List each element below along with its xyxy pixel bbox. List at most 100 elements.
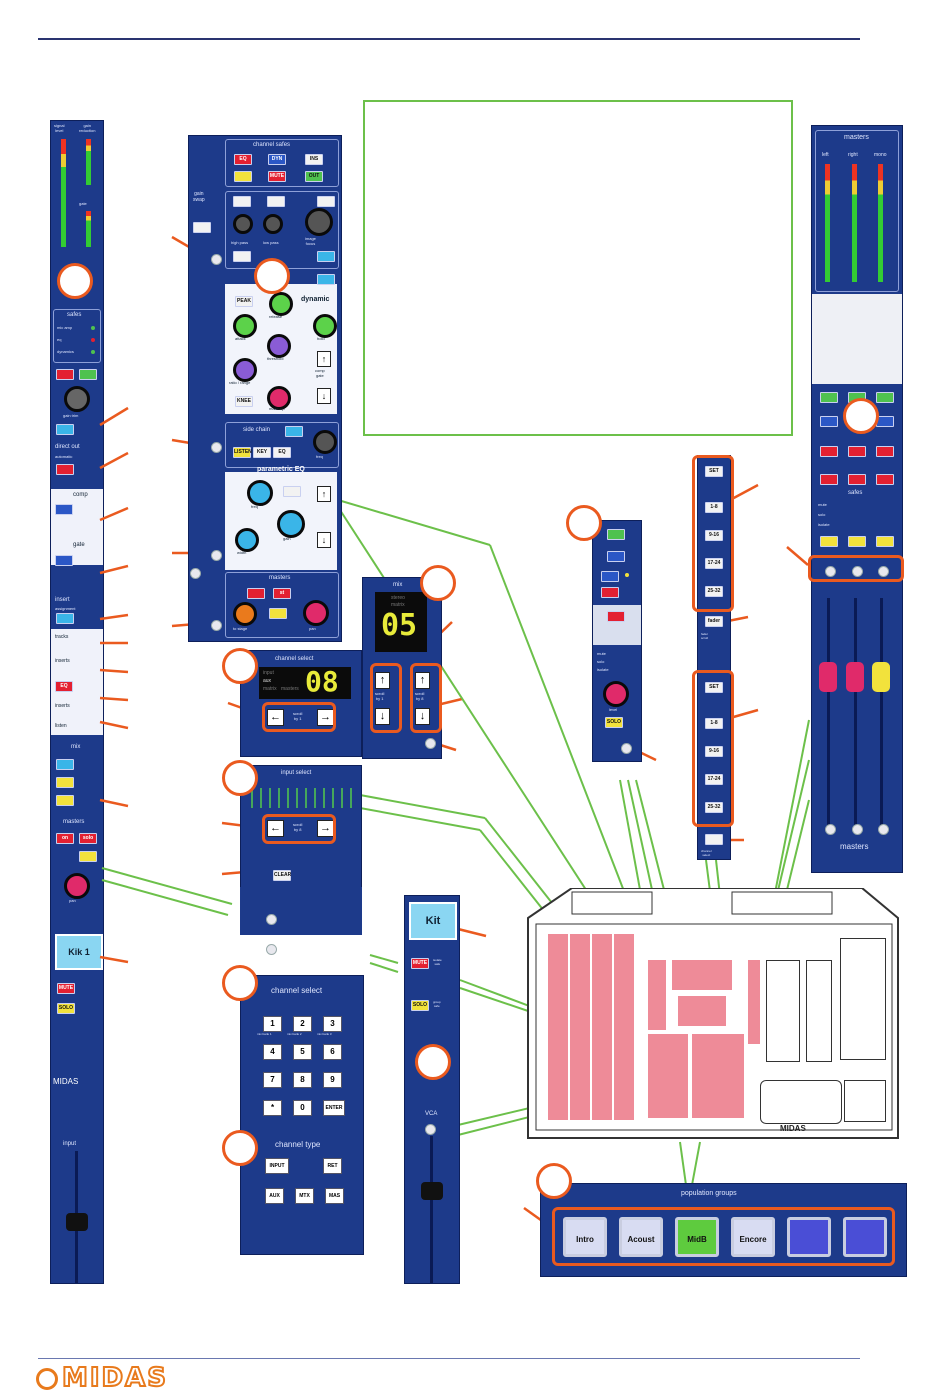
low-pass-knob[interactable]	[263, 214, 283, 234]
dyn-in-button[interactable]	[317, 274, 335, 285]
monitor-green-button[interactable]	[607, 529, 625, 540]
filter-in-button[interactable]	[233, 251, 251, 262]
threshold-knob[interactable]	[267, 334, 291, 358]
master-pan-knob[interactable]	[303, 600, 329, 626]
side-chain-freq-knob[interactable]	[313, 430, 337, 454]
image-focus-knob[interactable]	[305, 208, 333, 236]
side-chain-listen-button[interactable]: LISTEN	[233, 447, 252, 458]
gain-trim-knob[interactable]	[64, 386, 90, 412]
master-select-dot[interactable]	[852, 566, 863, 577]
input-clear-button[interactable]: CLEAR	[273, 870, 291, 881]
vca-bank-button[interactable]: 17-24	[705, 558, 723, 569]
attack-knob[interactable]	[233, 314, 257, 338]
hpf-button[interactable]	[56, 424, 74, 435]
master-mute-button[interactable]	[820, 474, 838, 485]
vca-bank-button[interactable]: 1-8	[705, 502, 723, 513]
vca-mute-button[interactable]: MUTE	[411, 958, 429, 969]
side-chain-key-button[interactable]: KEY	[253, 447, 271, 458]
master-fader-cap-left[interactable]	[819, 662, 837, 692]
peq-band-up-button[interactable]: ↑	[317, 486, 331, 502]
channel-scroll-left-button[interactable]: ←	[267, 709, 284, 726]
key-6[interactable]: 6	[323, 1044, 342, 1060]
type-aux-button[interactable]: AUX	[265, 1188, 284, 1204]
vca-bank-button[interactable]: 1-8	[705, 718, 723, 729]
monitor-mute-button[interactable]	[601, 587, 619, 598]
filter-button[interactable]	[267, 196, 285, 207]
phantom-button[interactable]	[56, 369, 74, 380]
side-chain-in-button[interactable]	[285, 426, 303, 437]
masters-st-button-2[interactable]: st	[273, 588, 291, 599]
master-blue-button[interactable]	[820, 416, 838, 427]
input-scroll-left-button[interactable]: ←	[267, 820, 284, 837]
vca-bank-button[interactable]: 25-32	[705, 802, 723, 813]
gain-swap-button[interactable]	[193, 222, 211, 233]
dyn-peak-button[interactable]: PEAK	[235, 296, 253, 307]
master-solo-button[interactable]	[876, 536, 894, 547]
monitor-vca-button[interactable]	[607, 551, 625, 562]
key-1[interactable]: 1	[263, 1016, 282, 1032]
dyn-up-button[interactable]: ↑	[317, 351, 331, 367]
mix-scroll8-down-button[interactable]: ↓	[415, 708, 430, 725]
master-green-button[interactable]	[820, 392, 838, 403]
masters-st-button[interactable]	[247, 588, 265, 599]
mix-scroll8-up-button[interactable]: ↑	[415, 672, 430, 689]
population-group-midb[interactable]: MidB	[675, 1217, 719, 1257]
vca-set-button[interactable]: SET	[705, 466, 723, 477]
peq-width-knob[interactable]	[235, 528, 259, 552]
population-group-empty[interactable]	[787, 1217, 831, 1257]
vca-bank-button[interactable]: 9-16	[705, 746, 723, 757]
insert-in-button[interactable]	[56, 613, 74, 624]
to-stage-knob[interactable]	[233, 602, 257, 626]
dyn-knee-button[interactable]: KNEE	[235, 396, 253, 407]
safe-out-button[interactable]: OUT	[305, 171, 323, 182]
mix-scroll-down-button[interactable]: ↓	[375, 708, 390, 725]
master-fader-cap-right[interactable]	[846, 662, 864, 692]
master-solo-button[interactable]	[820, 536, 838, 547]
gate-in-button[interactable]	[55, 555, 73, 566]
vca-bank-button[interactable]: 9-16	[705, 530, 723, 541]
type-mas-button[interactable]: MAS	[325, 1188, 344, 1204]
release-knob[interactable]	[269, 292, 293, 316]
peq-band-down-button[interactable]: ↓	[317, 532, 331, 548]
polarity-button[interactable]	[79, 369, 97, 380]
population-group-acoust[interactable]: Acoust	[619, 1217, 663, 1257]
key-3[interactable]: 3	[323, 1016, 342, 1032]
master-red-button[interactable]	[876, 446, 894, 457]
pan-knob[interactable]	[64, 873, 90, 899]
make-up-knob[interactable]	[267, 386, 291, 410]
key-7[interactable]: 7	[263, 1072, 282, 1088]
monitor-solo-button[interactable]: SOLO	[605, 717, 623, 728]
masters-solo-button[interactable]: solo	[79, 833, 97, 844]
key-0[interactable]: 0	[293, 1100, 312, 1116]
peq-gain-knob[interactable]	[277, 510, 305, 538]
master-red-button[interactable]	[848, 446, 866, 457]
peq-button[interactable]	[283, 486, 301, 497]
insert-eq-button[interactable]: EQ	[55, 681, 73, 692]
safe-eq-button[interactable]: EQ	[234, 154, 252, 165]
vca-bank-button[interactable]: 25-32	[705, 586, 723, 597]
direct-out-mute-button[interactable]	[56, 464, 74, 475]
solo-button[interactable]: SOLO	[57, 1003, 75, 1014]
master-select-dot[interactable]	[878, 566, 889, 577]
population-group-encore[interactable]: Encore	[731, 1217, 775, 1257]
hold-knob[interactable]	[313, 314, 337, 338]
population-group-intro[interactable]: Intro	[563, 1217, 607, 1257]
master-fader-cap-mono[interactable]	[872, 662, 890, 692]
master-mute-button[interactable]	[848, 474, 866, 485]
key-enter[interactable]: ENTER	[323, 1100, 345, 1116]
key-8[interactable]: 8	[293, 1072, 312, 1088]
vca-channel-select-button[interactable]	[705, 834, 723, 845]
mute-button[interactable]: MUTE	[57, 983, 75, 994]
mix-button[interactable]	[56, 795, 74, 806]
population-group-empty[interactable]	[843, 1217, 887, 1257]
monitor-button[interactable]	[601, 571, 619, 582]
vca-bank-button[interactable]: 17-24	[705, 774, 723, 785]
monitor-level-knob[interactable]	[603, 681, 629, 707]
mix-button[interactable]	[56, 777, 74, 788]
vca-fader-button[interactable]: fader	[705, 616, 723, 627]
type-mtx-button[interactable]: MTX	[295, 1188, 314, 1204]
master-mute-button[interactable]	[876, 474, 894, 485]
master-solo-button[interactable]	[848, 536, 866, 547]
masters-on-button[interactable]: on	[56, 833, 74, 844]
peq-freq-knob[interactable]	[247, 480, 273, 506]
